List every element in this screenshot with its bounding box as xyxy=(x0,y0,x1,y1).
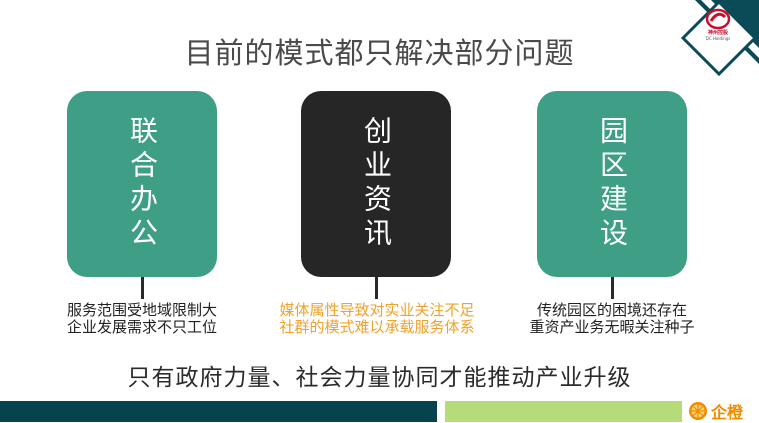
page-title: 目前的模式都只解决部分问题 xyxy=(184,36,575,70)
connector xyxy=(611,277,614,299)
description-line: 服务范围受地域限制大 xyxy=(66,301,217,319)
logo-name: 神州控股 xyxy=(707,30,728,36)
logo-sub: DC Holdings xyxy=(705,36,731,41)
conclusion: 只有政府力量、社会力量协同才能推动产业升级 xyxy=(127,365,632,391)
description-line: 媒体属性导致对实业关注不足 xyxy=(279,301,475,319)
brand-name: 企橙 xyxy=(711,403,744,422)
dc-holdings-logo-icon xyxy=(705,8,731,30)
logo: 神州控股 DC Holdings xyxy=(691,8,745,62)
description-line: 重资产业务无暇关注种子 xyxy=(529,318,695,336)
connector xyxy=(375,277,378,299)
description-line: 企业发展需求不只工位 xyxy=(66,318,217,336)
card-description: 媒体属性导致对实业关注不足 社群的模式难以承载服务体系 xyxy=(263,302,491,336)
card-startup-news: 创业资讯 xyxy=(301,91,451,277)
card-coworking: 联合办公 xyxy=(67,91,217,277)
footer-bar-dark xyxy=(0,401,437,422)
card-description: 服务范围受地域限制大 企业发展需求不只工位 xyxy=(32,302,252,336)
connector xyxy=(141,277,144,299)
card-label: 创业资讯 xyxy=(360,116,393,252)
brand-logo: 企橙 xyxy=(688,400,743,422)
orange-slice-icon xyxy=(689,402,707,420)
description-line: 传统园区的困境还存在 xyxy=(536,301,687,319)
card-description: 传统园区的困境还存在 重资产业务无暇关注种子 xyxy=(502,302,722,336)
card-park-building: 园区建设 xyxy=(537,91,687,277)
card-label: 联合办公 xyxy=(126,116,159,252)
footer-bar-light xyxy=(445,401,682,422)
description-line: 社群的模式难以承载服务体系 xyxy=(279,318,475,336)
card-label: 园区建设 xyxy=(596,116,629,252)
